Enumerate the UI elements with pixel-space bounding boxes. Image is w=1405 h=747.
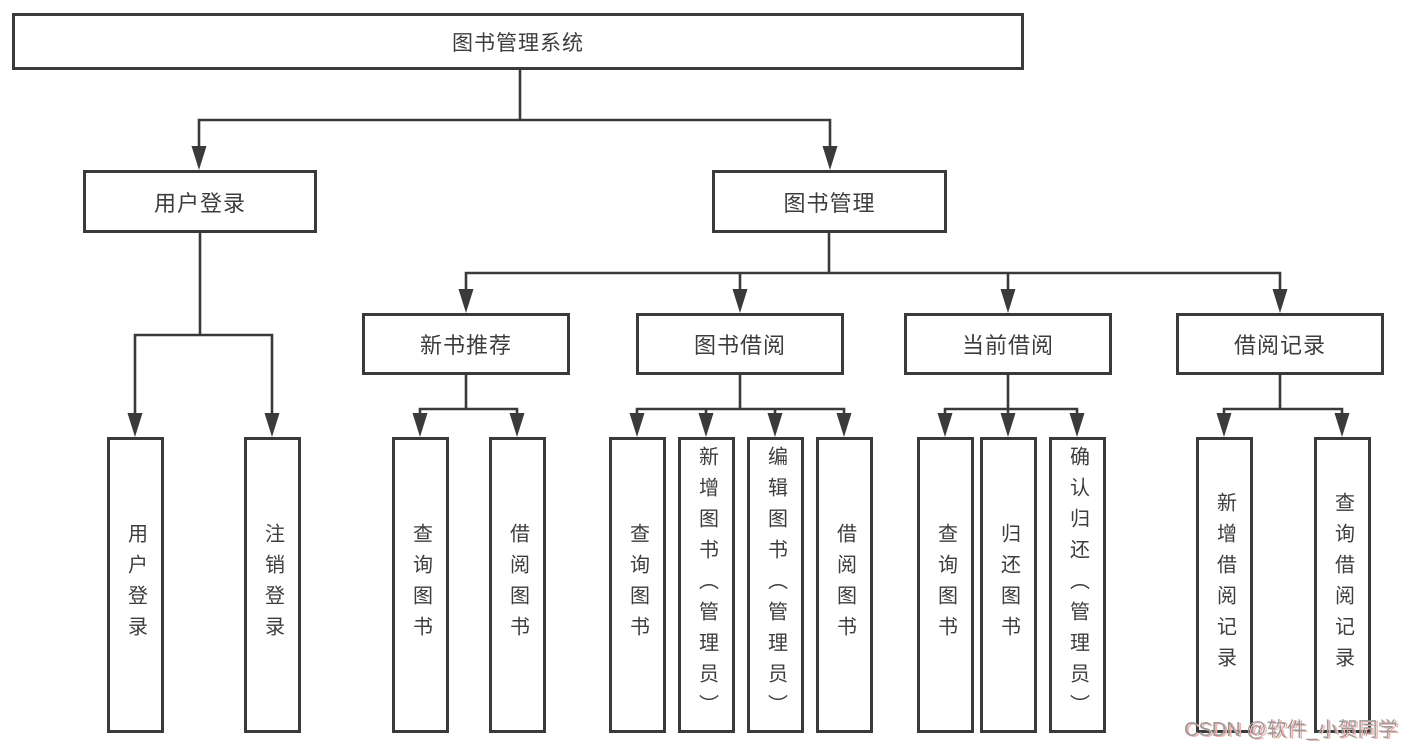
leaf-borrow-book-recommend-label: 借阅图书 — [506, 523, 529, 647]
node-user-login: 用户登录 — [83, 170, 317, 233]
leaf-user-login: 用户登录 — [107, 437, 164, 733]
node-user-login-label: 用户登录 — [153, 190, 246, 216]
node-new-book-recommend-label: 新书推荐 — [419, 333, 512, 358]
arrowheads — [127, 146, 1350, 437]
leaf-query-book-borrowing: 查询图书 — [609, 437, 666, 733]
node-root-label: 图书管理系统 — [452, 31, 584, 55]
leaf-query-borrow-record: 查询借阅记录 — [1314, 437, 1371, 733]
leaf-confirm-return-admin-label: 确认归还（管理员） — [1066, 445, 1089, 725]
leaf-logout-login-label: 注销登录 — [261, 523, 284, 647]
leaf-return-book: 归还图书 — [980, 437, 1037, 733]
leaf-query-book-current-label: 查询图书 — [934, 523, 957, 647]
node-book-management-label: 图书管理 — [783, 190, 876, 216]
leaf-query-book-borrowing-label: 查询图书 — [626, 523, 649, 647]
node-book-management: 图书管理 — [712, 170, 947, 233]
node-new-book-recommend: 新书推荐 — [362, 313, 570, 375]
leaf-return-book-label: 归还图书 — [997, 523, 1020, 647]
node-borrowing-records-label: 借阅记录 — [1233, 333, 1326, 358]
leaf-logout-login: 注销登录 — [244, 437, 301, 733]
csdn-watermark: CSDN @软件_小贺同学 — [1184, 719, 1398, 741]
node-book-borrowing: 图书借阅 — [636, 313, 844, 375]
leaf-user-login-label: 用户登录 — [124, 523, 147, 647]
leaf-edit-book-admin-label: 编辑图书（管理员） — [764, 445, 787, 725]
node-book-borrowing-label: 图书借阅 — [693, 333, 786, 358]
leaf-borrow-book: 借阅图书 — [816, 437, 873, 733]
node-root: 图书管理系统 — [12, 13, 1024, 70]
node-current-borrowing-label: 当前借阅 — [961, 333, 1054, 358]
leaf-add-book-admin-label: 新增图书（管理员） — [695, 445, 718, 725]
node-current-borrowing: 当前借阅 — [904, 313, 1112, 375]
leaf-borrow-book-label: 借阅图书 — [833, 523, 856, 647]
node-borrowing-records: 借阅记录 — [1176, 313, 1384, 375]
leaf-add-borrow-record: 新增借阅记录 — [1196, 437, 1253, 733]
leaf-edit-book-admin: 编辑图书（管理员） — [747, 437, 804, 733]
leaf-query-book-recommend-label: 查询图书 — [409, 523, 432, 647]
leaf-confirm-return-admin: 确认归还（管理员） — [1049, 437, 1106, 733]
leaf-query-borrow-record-label: 查询借阅记录 — [1331, 492, 1354, 678]
leaf-add-book-admin: 新增图书（管理员） — [678, 437, 735, 733]
leaf-query-book-current: 查询图书 — [917, 437, 974, 733]
leaf-add-borrow-record-label: 新增借阅记录 — [1213, 492, 1236, 678]
leaf-borrow-book-recommend: 借阅图书 — [489, 437, 546, 733]
leaf-query-book-recommend: 查询图书 — [392, 437, 449, 733]
